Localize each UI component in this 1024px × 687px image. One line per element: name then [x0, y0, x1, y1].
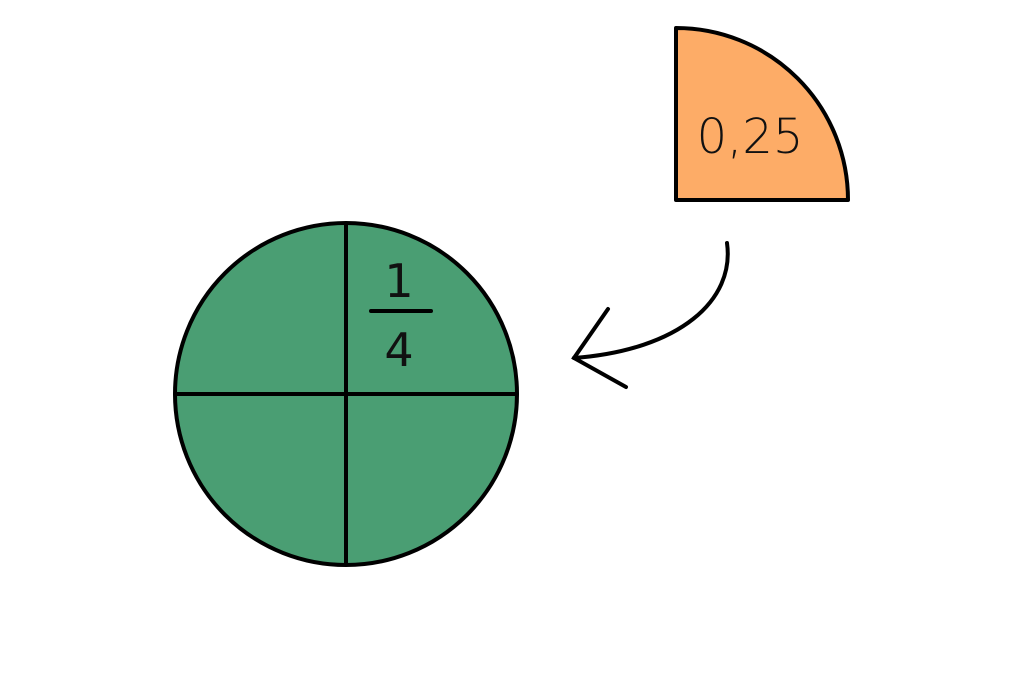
arrow-head — [571, 307, 628, 389]
fraction-circle: 1 4 — [173, 221, 519, 567]
quarter-piece: 0,25 — [674, 26, 850, 202]
arrow — [571, 241, 730, 389]
fraction-numerator: 1 — [384, 254, 413, 308]
arrow-shaft — [572, 241, 730, 360]
quarter-sector — [674, 26, 850, 202]
fraction-denominator: 4 — [384, 323, 413, 377]
decimal-label: 0,25 — [697, 109, 804, 165]
